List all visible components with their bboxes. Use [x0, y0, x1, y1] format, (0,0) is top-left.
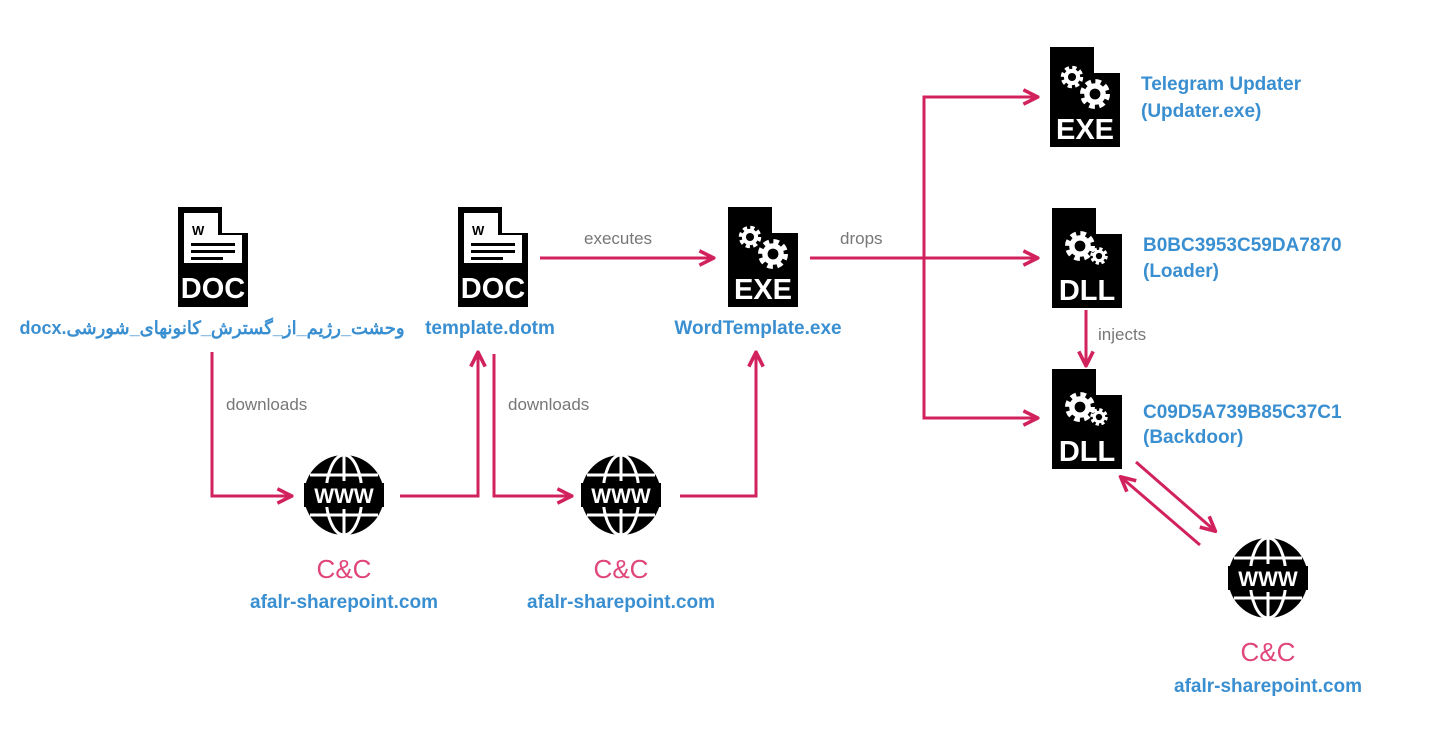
arrow-cc3-to-backdoor [1122, 478, 1201, 547]
cc1-label: C&C [317, 554, 372, 584]
exe-icon: EXE [1050, 47, 1120, 147]
dll1-name-line2: (Loader) [1143, 261, 1219, 282]
exe-icon: EXE [728, 207, 798, 307]
node-cc3: WWW C&C afalr-sharepoint.com [1174, 536, 1362, 697]
svg-text:DOC: DOC [461, 273, 526, 305]
dll-icon: DLL [1052, 208, 1122, 308]
exe1-file-name: WordTemplate.exe [674, 318, 841, 339]
doc2-file-name: template.dotm [425, 318, 555, 339]
arrow-cc1-to-doc2 [400, 354, 478, 498]
svg-text:DOC: DOC [181, 273, 246, 305]
svg-text:WWW: WWW [1238, 568, 1298, 591]
dll1-name-line1: B0BC3953C59DA7870 [1143, 235, 1342, 256]
edge-label-downloads-2: downloads [508, 395, 589, 414]
exe2-name-line2: (Updater.exe) [1141, 101, 1261, 122]
node-cc2: WWW C&C afalr-sharepoint.com [527, 453, 715, 613]
arrow-doc1-to-cc1 [210, 352, 290, 496]
svg-text:WWW: WWW [591, 485, 651, 508]
svg-text:W: W [192, 223, 205, 238]
node-exe2: EXE Telegram Updater (Updater.exe) [1050, 47, 1302, 147]
arrow-drops-updater [922, 97, 1036, 258]
www-globe-icon: WWW [302, 453, 386, 537]
www-globe-icon: WWW [579, 453, 663, 537]
arrow-backdoor-to-cc3 [1135, 460, 1214, 530]
node-dll2: DLL C09D5A739B85C37C1 (Backdoor) [1052, 369, 1342, 469]
edge-label-drops: drops [840, 229, 883, 248]
doc-icon: W DOC [178, 207, 248, 307]
arrow-cc2-to-exe1 [680, 354, 756, 498]
node-dll1: DLL B0BC3953C59DA7870 (Loader) [1052, 208, 1342, 308]
dll2-name-line2: (Backdoor) [1143, 427, 1243, 448]
node-exe1: EXE WordTemplate.exe [674, 207, 842, 339]
svg-text:EXE: EXE [734, 274, 792, 306]
edge-label-downloads-1: downloads [226, 395, 307, 414]
arrow-drops-backdoor [922, 258, 1036, 418]
node-cc1: WWW C&C afalr-sharepoint.com [250, 453, 438, 613]
svg-text:WWW: WWW [314, 485, 374, 508]
arrow-doc2-to-cc2 [492, 354, 570, 496]
dll-icon: DLL [1052, 369, 1122, 469]
cc3-domain: afalr-sharepoint.com [1174, 676, 1362, 697]
svg-text:EXE: EXE [1056, 114, 1114, 146]
svg-text:DLL: DLL [1059, 275, 1115, 307]
arrows [210, 97, 1214, 547]
svg-text:W: W [472, 223, 485, 238]
node-doc1: W DOC وحشت_رژیم_از_گسترش_کانونهای_شورشی.… [19, 207, 405, 339]
exe2-name-line1: Telegram Updater [1141, 74, 1302, 95]
www-globe-icon: WWW [1226, 536, 1310, 620]
node-doc2: W DOC template.dotm [425, 207, 555, 339]
cc3-label: C&C [1241, 637, 1296, 667]
svg-text:DLL: DLL [1059, 436, 1115, 468]
cc2-domain: afalr-sharepoint.com [527, 592, 715, 613]
doc1-file-name: وحشت_رژیم_از_گسترش_کانونهای_شورشی.docx [19, 317, 404, 339]
doc-icon: W DOC [458, 207, 528, 307]
edge-label-executes: executes [584, 229, 652, 248]
cc1-domain: afalr-sharepoint.com [250, 592, 438, 613]
cc2-label: C&C [594, 554, 649, 584]
dll2-name-line1: C09D5A739B85C37C1 [1143, 402, 1342, 423]
edge-label-injects: injects [1098, 325, 1146, 344]
